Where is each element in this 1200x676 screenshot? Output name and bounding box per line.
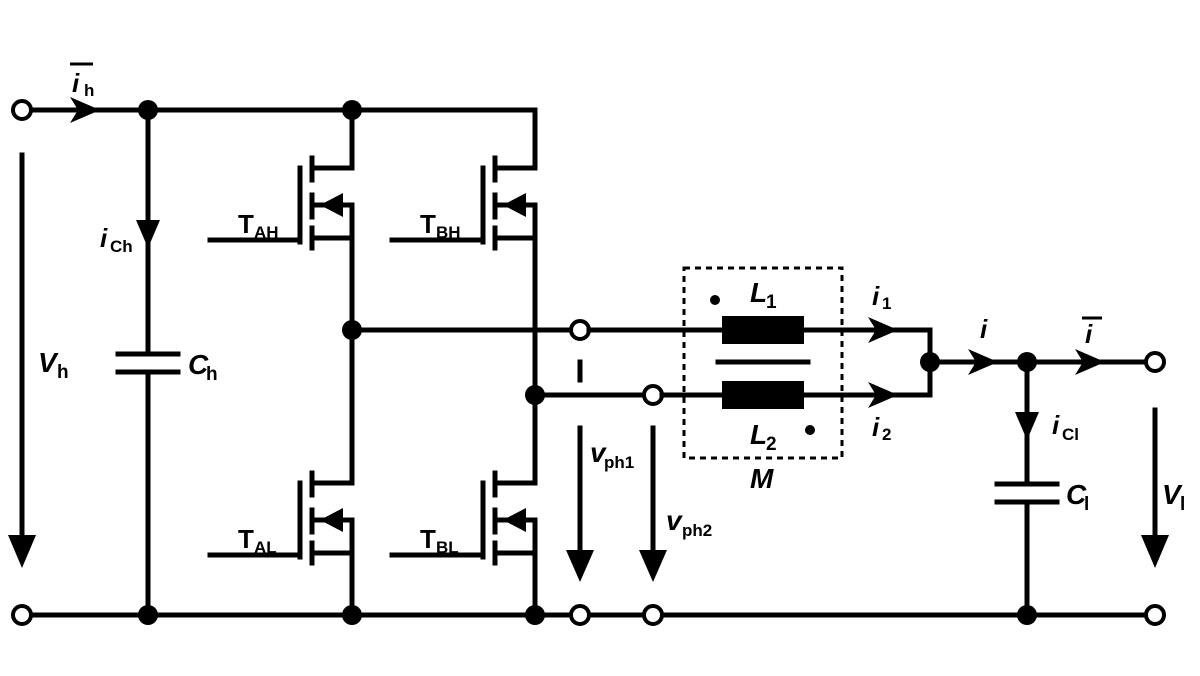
icl-label: i: [1052, 410, 1060, 440]
vl-arrow-icon: [1141, 535, 1169, 568]
l2-label: L: [750, 419, 767, 450]
tbl-label: T: [420, 524, 436, 554]
inductor-l1: [722, 316, 804, 344]
ich-arrow-icon: [136, 220, 160, 248]
mosfet-tbl: [389, 392, 538, 618]
terminal-ph1: [569, 319, 591, 341]
cl-sub: l: [1084, 494, 1089, 515]
ibar-label: i: [1085, 319, 1093, 349]
top-rail: [27, 107, 538, 171]
vph2-sub: ph2: [682, 521, 712, 540]
vh-arrow-icon: [8, 535, 36, 568]
node-dot: [138, 605, 158, 625]
terminal-ph1-bottom: [569, 604, 591, 626]
l2-sub: 2: [766, 434, 777, 455]
ibar-arrow-icon: [1075, 349, 1105, 375]
cl-label: C: [1066, 479, 1087, 510]
icl-arrow-icon: [1015, 412, 1039, 440]
ich-label: i: [100, 223, 108, 253]
vh-label: V: [38, 347, 59, 378]
vph2-arrow-icon: [639, 550, 667, 582]
tal-sub: AL: [254, 538, 277, 557]
ih-arrow-icon: [70, 97, 100, 123]
l1-label: L: [750, 277, 767, 308]
dot-l2: [805, 425, 815, 435]
vl-label: V: [1162, 479, 1183, 510]
i1-sub: 1: [882, 294, 891, 313]
terminal-out-top: [1144, 351, 1166, 373]
mosfet-tbh: [389, 155, 538, 398]
ih-label: i: [72, 68, 80, 98]
ch-sub: h: [206, 364, 218, 385]
i-label: i: [980, 314, 988, 344]
vl-sub: l: [1180, 494, 1185, 515]
terminal-bottom-left: [11, 604, 33, 626]
vph1-label: v: [590, 437, 607, 468]
terminal-ph2-bottom: [642, 604, 664, 626]
i2-label: i: [872, 412, 880, 442]
tbh-label: T: [420, 209, 436, 239]
mosfet-tal: [207, 327, 355, 618]
ich-sub: Ch: [110, 237, 133, 256]
vh-sub: h: [57, 362, 69, 383]
tah-sub: AH: [254, 223, 279, 242]
terminal-ph2: [642, 384, 664, 406]
ch-label: C: [188, 349, 209, 380]
tah-label: T: [238, 209, 254, 239]
l1-sub: 1: [766, 292, 777, 313]
terminal-top-left: [11, 99, 33, 121]
ch-branch: [115, 107, 181, 618]
i1-arrow-icon: [868, 317, 898, 343]
tbl-sub: BL: [436, 538, 459, 557]
vph1-arrow-icon: [566, 550, 594, 582]
node-dot: [138, 100, 158, 120]
i2-arrow-icon: [868, 382, 898, 408]
dot-l1: [710, 295, 720, 305]
inductor-l2: [722, 381, 804, 409]
cl-branch: [994, 359, 1060, 618]
coupled-inductor-box: [682, 266, 844, 460]
tal-label: T: [238, 524, 254, 554]
mosfet-tah: [207, 107, 355, 333]
i-arrow-icon: [968, 349, 998, 375]
vph2-label: v: [666, 505, 683, 536]
tbh-sub: BH: [436, 223, 461, 242]
terminal-out-bottom: [1144, 604, 1166, 626]
icl-sub: Cl: [1062, 425, 1079, 444]
m-label: M: [750, 463, 774, 494]
vph1-sub: ph1: [604, 453, 634, 472]
ih-sub: h: [84, 81, 94, 100]
i1-label: i: [872, 281, 880, 311]
i2-sub: 2: [882, 425, 891, 444]
node-dot: [1017, 605, 1037, 625]
